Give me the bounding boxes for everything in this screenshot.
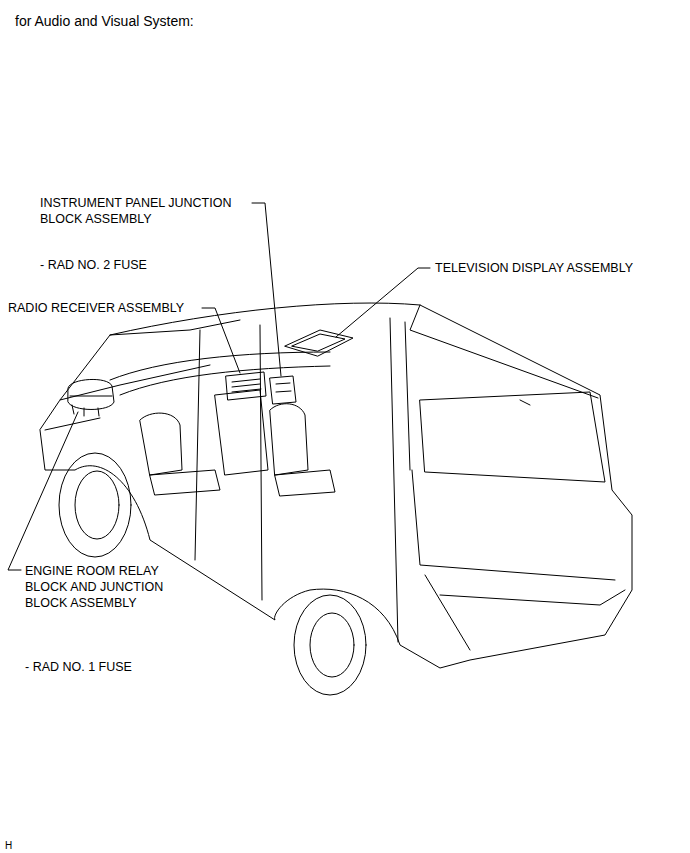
part-label: - RAD NO. 2 FUSE [40,257,147,273]
part-label: RADIO RECEIVER ASSEMBLY [8,300,184,316]
part-label: INSTRUMENT PANEL JUNCTION BLOCK ASSEMBLY [40,195,270,227]
part-label: TELEVISION DISPLAY ASSEMBLY [435,260,633,276]
part-label: ENGINE ROOM RELAY BLOCK AND JUNCTION BLO… [25,563,190,611]
figure-code: H [5,838,12,853]
diagram-title: for Audio and Visual System: [15,13,194,29]
part-label: - RAD NO. 1 FUSE [25,659,132,675]
